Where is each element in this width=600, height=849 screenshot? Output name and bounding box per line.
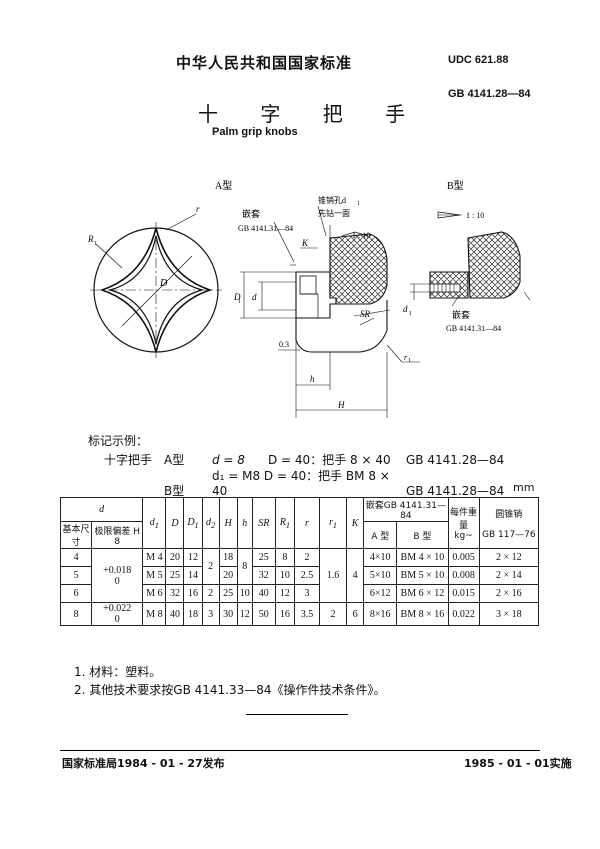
end-rule: [246, 714, 348, 715]
insert-label-a: 嵌套: [242, 208, 260, 219]
type-b-section: [429, 231, 521, 299]
dim-d: d: [252, 292, 257, 302]
notes: 1. 材料：塑料。 2. 其他技术要求按GB 4141.33—84《操作件技术条…: [74, 663, 386, 699]
taper-pin-hole-note: 锥销孔d: [318, 195, 346, 205]
issuing-body: 中华人民共和国国家标准: [176, 54, 353, 72]
taper-ratio-b: 1 : 10: [466, 211, 484, 220]
dim-gap: 0.3: [279, 340, 289, 349]
dim-D: D: [159, 278, 168, 289]
col-d: d: [59, 497, 144, 522]
dim-K: K: [301, 238, 309, 248]
insert-label-b: 嵌套: [452, 309, 470, 320]
technical-drawing: A型 B型 R 1 r D: [87, 179, 531, 418]
type-a-label: A型: [215, 179, 232, 192]
taper-ratio-a: 1 : 10: [352, 231, 370, 240]
udc-code: UDC 621.88: [448, 54, 509, 66]
gb-number: GB 4141.28—84: [448, 88, 531, 100]
dim-r: r: [196, 204, 200, 214]
dim-SR: SR: [360, 309, 371, 319]
note-item: 2. 其他技术要求按GB 4141.33—84《操作件技术条件》。: [74, 683, 386, 697]
svg-text:1: 1: [238, 299, 241, 305]
unit-label: mm: [513, 481, 535, 494]
dim-h: h: [310, 374, 315, 384]
type-b-label: B型: [447, 179, 464, 192]
svg-text:1: 1: [409, 311, 412, 317]
dim-d1: d: [403, 304, 408, 314]
marking-example-title: 标记示例：: [88, 434, 149, 448]
type-a-section: [290, 225, 388, 353]
insert-std-a: GB 4141.31—84: [238, 224, 293, 233]
svg-text:1: 1: [94, 241, 97, 247]
document-title-en: Palm grip knobs: [212, 126, 298, 138]
svg-text:1: 1: [408, 358, 411, 364]
svg-text:1: 1: [357, 201, 360, 207]
table-row: 6 M 6 32 16 2 25 10 40 12 3 6×12 BM 6 × …: [59, 584, 540, 603]
dim-D1: D: [233, 292, 241, 302]
issue-date: 国家标准局1984 - 01 - 27发布: [62, 757, 225, 770]
dim-H: H: [337, 400, 345, 410]
dimension-table: d d1 D D1 d2 H h SR R1 r r1 K 嵌套GB 4141.…: [59, 497, 540, 626]
plan-view: [90, 213, 222, 358]
drill-note: 先钻一面: [318, 208, 350, 218]
implementation-date: 1985 - 01 - 01实施: [464, 757, 572, 770]
document-title: 十 字 把 手: [198, 102, 424, 126]
dim-r1: r: [404, 353, 408, 362]
dim-R1: R: [87, 234, 94, 244]
note-item: 1. 材料：塑料。: [74, 665, 162, 679]
insert-std-b: GB 4141.31—84: [446, 324, 501, 333]
footer-divider: [60, 750, 540, 751]
